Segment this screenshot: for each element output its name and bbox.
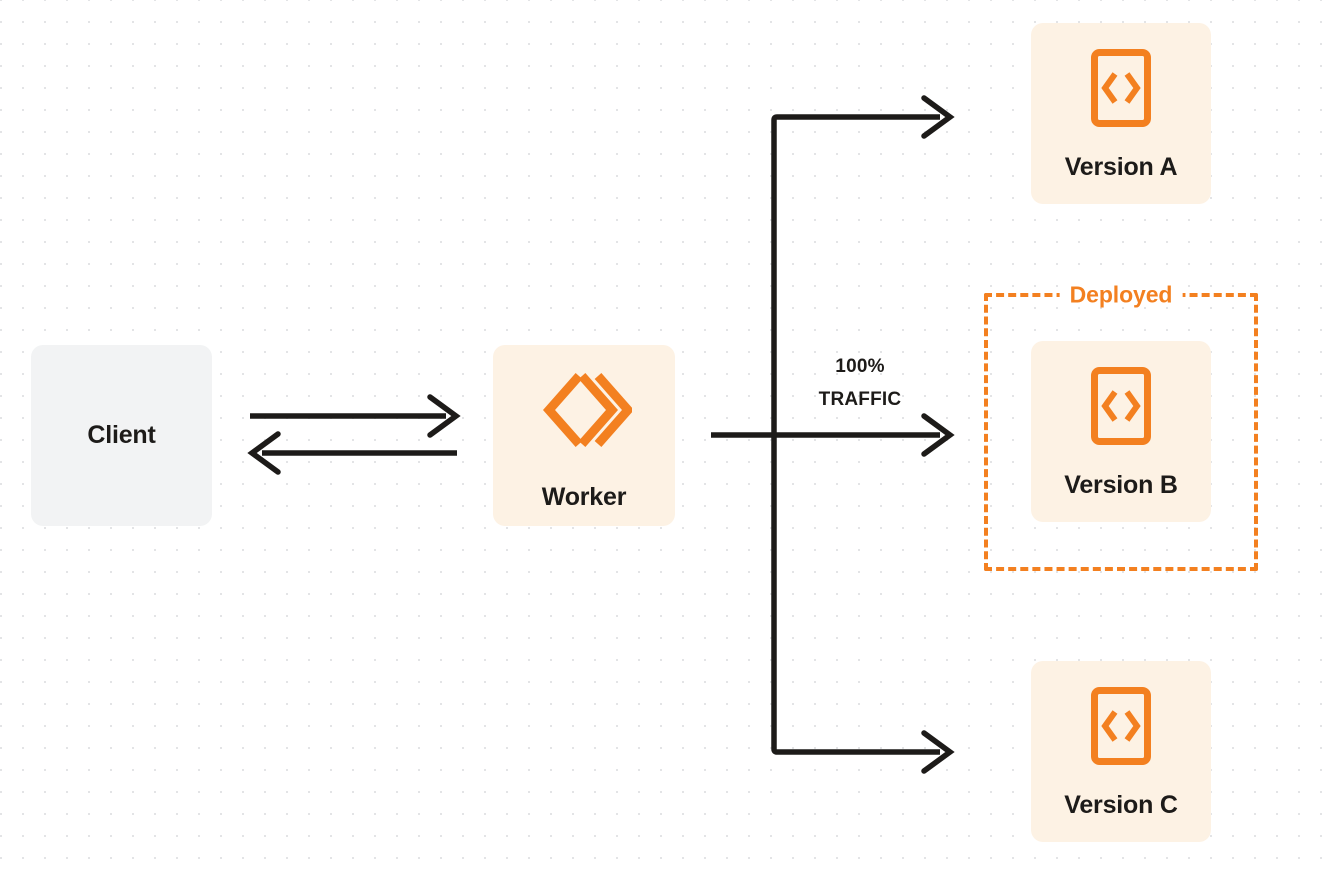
traffic-label: 100% TRAFFIC	[795, 350, 925, 416]
deployed-group: Deployed	[984, 283, 1258, 571]
edge-worker-trunk	[711, 413, 955, 457]
node-client-label: Client	[87, 421, 156, 449]
node-client[interactable]: Client	[31, 345, 212, 526]
node-worker[interactable]: Worker	[493, 345, 675, 526]
node-version-a-label: Version A	[1064, 152, 1178, 181]
node-version-c-label: Version C	[1064, 790, 1178, 819]
traffic-word: TRAFFIC	[818, 389, 902, 410]
traffic-percent: 100%	[835, 356, 885, 377]
code-document-icon	[1090, 686, 1152, 771]
node-version-b[interactable]: Version B	[1031, 341, 1211, 522]
edge-client-to-worker	[250, 394, 461, 438]
code-document-icon	[1090, 366, 1152, 451]
edge-branch-to-version-c	[771, 435, 955, 774]
code-document-icon	[1090, 48, 1152, 133]
deployed-group-label: Deployed	[1059, 283, 1183, 307]
node-worker-label: Worker	[541, 482, 627, 511]
node-version-c[interactable]: Version C	[1031, 661, 1211, 842]
node-version-b-label: Version B	[1064, 470, 1178, 499]
node-version-a[interactable]: Version A	[1031, 23, 1211, 204]
cloudflare-workers-logo-icon	[536, 362, 635, 463]
edge-worker-to-client	[247, 431, 457, 475]
